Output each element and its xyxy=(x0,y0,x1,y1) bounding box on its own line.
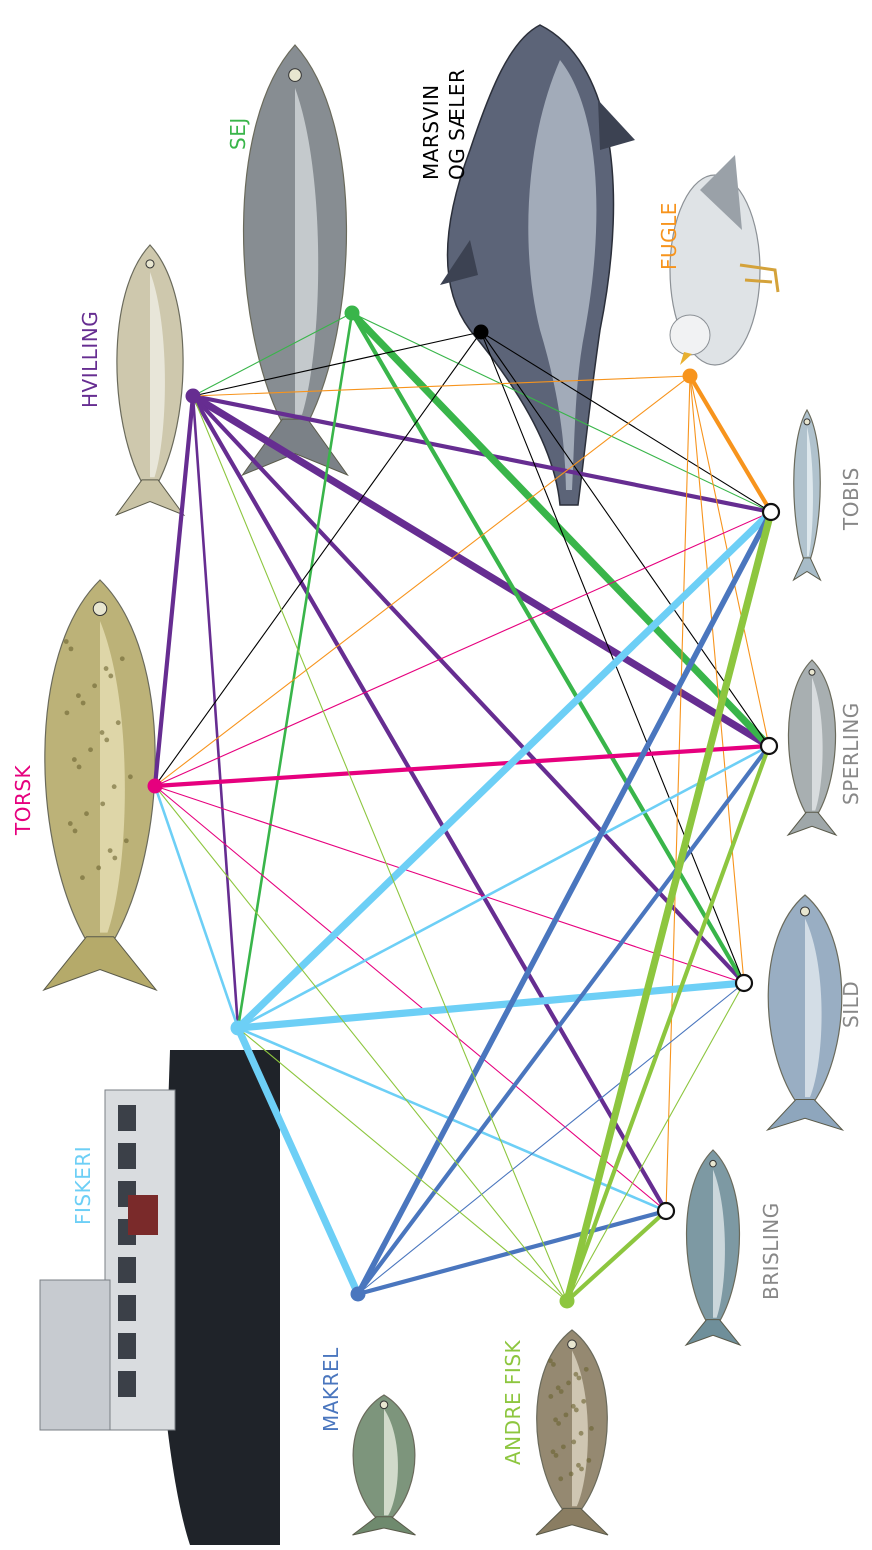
makrel-illustration xyxy=(352,1394,416,1536)
node-sild xyxy=(734,973,754,993)
node-andre-fisk xyxy=(559,1293,575,1309)
link-andre_fisk-sild xyxy=(566,982,745,1302)
node-makrel xyxy=(350,1286,366,1302)
link-hvilling-sild xyxy=(190,393,747,986)
link-andre_fisk-hvilling xyxy=(192,395,568,1302)
link-torsk-brisling xyxy=(154,785,667,1212)
node-sej xyxy=(344,305,360,321)
marsvin-illustration xyxy=(440,24,635,506)
label-torsk: TORSK xyxy=(11,764,35,836)
link-hvilling-torsk xyxy=(152,393,196,789)
link-marsvin-sperling xyxy=(480,331,770,747)
label-marsvin-line2: OG SÆLER xyxy=(445,69,469,180)
node-fugle xyxy=(682,368,698,384)
node-fiskeri xyxy=(230,1020,246,1036)
link-fugle-tobis xyxy=(687,373,774,515)
label-marsvin-line1: MARSVIN xyxy=(419,84,443,180)
tobis-illustration xyxy=(792,408,822,582)
label-sej: SEJ xyxy=(226,117,250,150)
link-fugle-sperling xyxy=(689,375,770,747)
label-fugle: FUGLE xyxy=(657,202,681,270)
animal-illustrations xyxy=(39,24,845,1545)
hvilling-illustration xyxy=(114,244,186,517)
sperling-illustration xyxy=(786,659,838,837)
link-sej-fiskeri xyxy=(236,311,354,1030)
food-web-links xyxy=(152,309,775,1305)
link-marsvin-sild xyxy=(480,331,745,984)
label-brisling: BRISLING xyxy=(759,1202,783,1300)
link-fugle-sild xyxy=(689,375,745,984)
label-tobis: TOBIS xyxy=(839,467,863,531)
brisling-illustration xyxy=(684,1149,742,1347)
link-torsk-tobis xyxy=(154,511,772,787)
link-andre_fisk-brisling xyxy=(564,1208,669,1304)
link-makrel-sperling xyxy=(355,743,772,1297)
label-fiskeri: FISKERI xyxy=(71,1146,95,1225)
label-hvilling: HVILLING xyxy=(78,311,102,408)
label-sild: SILD xyxy=(839,981,863,1028)
fugle-illustration xyxy=(669,155,780,366)
link-marsvin-tobis xyxy=(480,331,772,513)
link-torsk-sperling xyxy=(152,743,772,789)
link-andre_fisk-torsk xyxy=(154,785,568,1302)
node-brisling xyxy=(656,1201,676,1221)
label-sperling: SPERLING xyxy=(839,702,863,805)
torsk-illustration xyxy=(42,579,158,992)
link-makrel-tobis xyxy=(355,509,774,1297)
node-tobis xyxy=(761,502,781,522)
link-hvilling-sperling xyxy=(189,392,773,750)
link-fiskeri-sperling xyxy=(236,744,771,1030)
fiskeri-illustration xyxy=(39,1050,280,1545)
link-makrel-sild xyxy=(357,982,745,1295)
node-sperling xyxy=(759,736,779,756)
link-marsvin-hvilling xyxy=(192,331,482,397)
link-fiskeri-sild xyxy=(234,979,748,1032)
link-fiskeri-makrel xyxy=(234,1024,362,1298)
food-web-nodes xyxy=(147,305,781,1309)
link-sej-tobis xyxy=(351,312,772,513)
link-sej-hvilling xyxy=(192,312,353,397)
andre-fisk-illustration xyxy=(535,1329,609,1536)
node-marsvin xyxy=(473,324,489,340)
label-andre-fisk: ANDRE FISK xyxy=(501,1339,525,1465)
link-fiskeri-tobis xyxy=(234,508,775,1032)
link-torsk-sild xyxy=(154,785,745,984)
link-hvilling-tobis xyxy=(190,393,774,515)
node-torsk xyxy=(147,778,163,794)
label-makrel: MAKREL xyxy=(319,1347,343,1432)
link-marsvin-torsk xyxy=(154,331,482,787)
link-hvilling-fiskeri xyxy=(191,394,240,1030)
link-fugle-hvilling xyxy=(192,375,691,397)
link-fugle-torsk xyxy=(154,375,691,787)
link-andre_fisk-tobis xyxy=(563,508,775,1305)
link-andre_fisk-fiskeri xyxy=(237,1027,568,1302)
species-labels: TORSK HVILLING SEJ MARSVIN OG SÆLER FUGL… xyxy=(11,69,863,1465)
link-fiskeri-torsk xyxy=(153,784,240,1030)
link-hvilling-brisling xyxy=(190,393,669,1214)
link-makrel-brisling xyxy=(355,1208,669,1297)
link-andre_fisk-sperling xyxy=(564,743,772,1304)
node-hvilling xyxy=(185,388,201,404)
sild-illustration xyxy=(765,894,845,1132)
